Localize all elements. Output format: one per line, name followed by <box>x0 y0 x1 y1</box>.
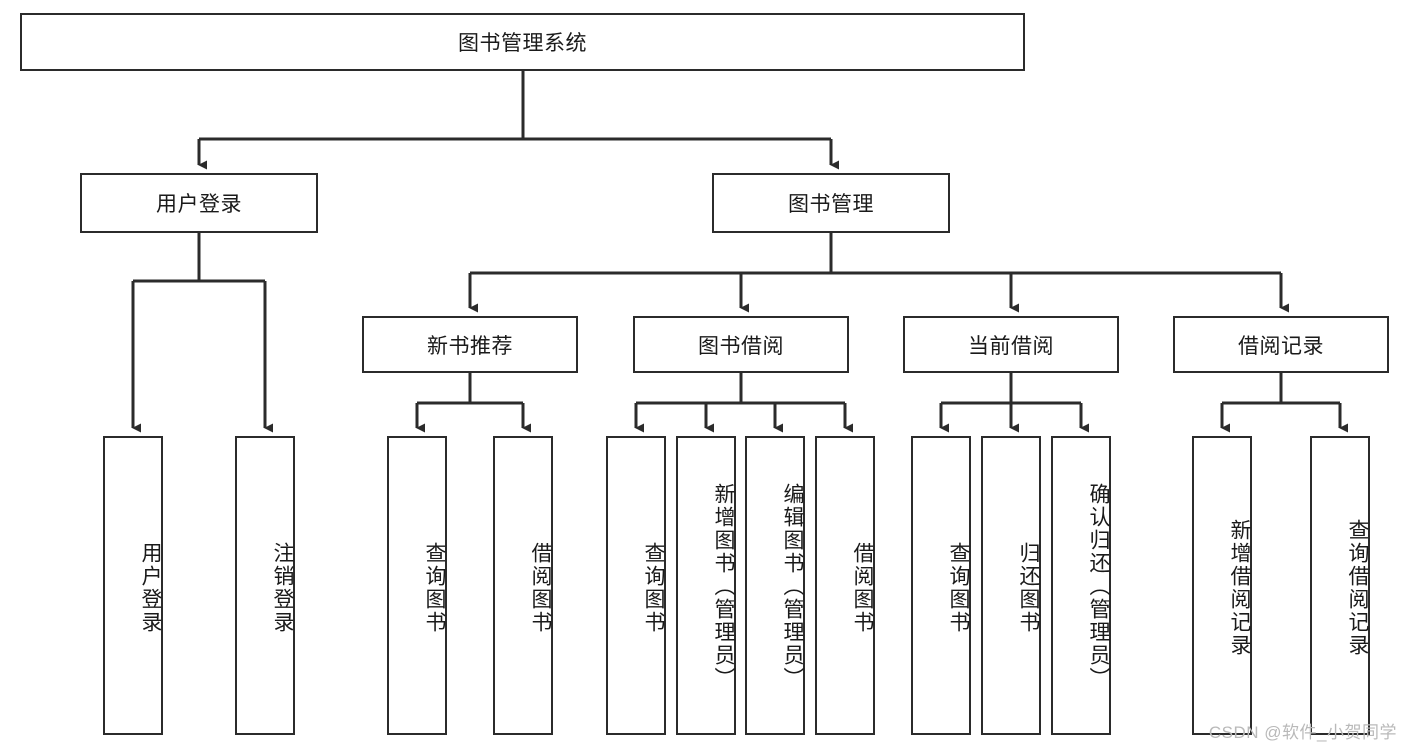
node-leaf-query-record-label: 查询借阅记录 <box>1346 518 1369 657</box>
node-user-login-label: 用户登录 <box>156 193 242 216</box>
node-leaf-query-book-1-label: 查询图书 <box>423 541 446 634</box>
node-leaf-user-login-label: 用户登录 <box>139 541 162 634</box>
node-leaf-add-book-label: 新增图书（管理员） <box>712 483 735 690</box>
node-leaf-query-book-2-label: 查询图书 <box>642 541 665 634</box>
node-leaf-add-book[interactable]: 新增图书（管理员） <box>676 436 736 735</box>
node-leaf-borrow-book-2[interactable]: 借阅图书 <box>815 436 875 735</box>
node-leaf-query-book-1[interactable]: 查询图书 <box>387 436 447 735</box>
node-current-borrow-label: 当前借阅 <box>968 334 1054 358</box>
node-leaf-return-book-label: 归还图书 <box>1017 541 1040 634</box>
node-book-borrow[interactable]: 图书借阅 <box>633 316 849 373</box>
node-leaf-query-book-3-label: 查询图书 <box>947 541 970 634</box>
node-leaf-logout-login[interactable]: 注销登录 <box>235 436 295 735</box>
node-leaf-add-record[interactable]: 新增借阅记录 <box>1192 436 1252 735</box>
node-leaf-confirm-return[interactable]: 确认归还（管理员） <box>1051 436 1111 735</box>
node-leaf-borrow-book-2-label: 借阅图书 <box>851 541 874 634</box>
node-new-book-recommend-label: 新书推荐 <box>427 334 513 358</box>
node-leaf-user-login[interactable]: 用户登录 <box>103 436 163 735</box>
node-book-management[interactable]: 图书管理 <box>712 173 950 233</box>
node-book-management-label: 图书管理 <box>788 193 874 216</box>
node-leaf-add-record-label: 新增借阅记录 <box>1228 518 1251 657</box>
node-leaf-edit-book[interactable]: 编辑图书（管理员） <box>745 436 805 735</box>
node-leaf-borrow-book-1[interactable]: 借阅图书 <box>493 436 553 735</box>
node-borrow-record[interactable]: 借阅记录 <box>1173 316 1389 373</box>
node-leaf-edit-book-label: 编辑图书（管理员） <box>781 483 804 690</box>
csdn-watermark: CSDN @软件_小贺同学 <box>1208 723 1397 742</box>
node-leaf-return-book[interactable]: 归还图书 <box>981 436 1041 735</box>
node-leaf-logout-login-label: 注销登录 <box>271 541 294 634</box>
node-current-borrow[interactable]: 当前借阅 <box>903 316 1119 373</box>
node-leaf-confirm-return-label: 确认归还（管理员） <box>1087 483 1110 690</box>
node-leaf-query-book-2[interactable]: 查询图书 <box>606 436 666 735</box>
node-root-label: 图书管理系统 <box>458 32 587 55</box>
node-leaf-query-record[interactable]: 查询借阅记录 <box>1310 436 1370 735</box>
node-new-book-recommend[interactable]: 新书推荐 <box>362 316 578 373</box>
node-book-borrow-label: 图书借阅 <box>698 334 784 358</box>
node-user-login[interactable]: 用户登录 <box>80 173 318 233</box>
node-borrow-record-label: 借阅记录 <box>1238 334 1324 358</box>
node-root[interactable]: 图书管理系统 <box>20 13 1025 71</box>
node-leaf-query-book-3[interactable]: 查询图书 <box>911 436 971 735</box>
node-leaf-borrow-book-1-label: 借阅图书 <box>529 541 552 634</box>
